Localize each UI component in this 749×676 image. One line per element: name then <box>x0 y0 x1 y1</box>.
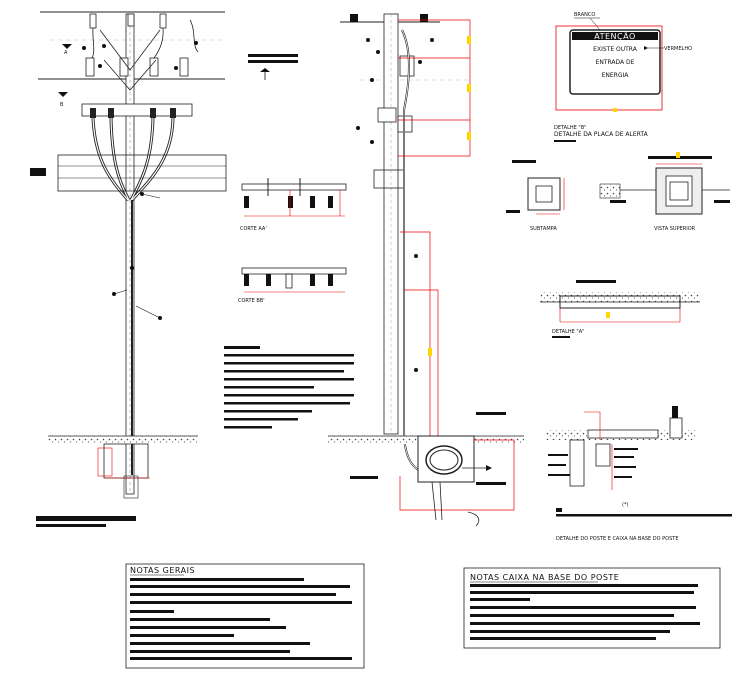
alert-sign-line1: EXISTE OUTRA <box>593 46 638 53</box>
corte-bb-detail: CORTE BB' <box>238 267 347 304</box>
corte-aa-detail: CORTE AA' <box>240 54 347 232</box>
corte-bb-label: CORTE BB' <box>238 298 265 304</box>
detalhe-a-detail: DETALHE "A" <box>540 280 700 338</box>
subtampa-label: SUBTAMPA <box>530 226 557 232</box>
section-b-label: B <box>60 102 64 108</box>
notes-box-base: NOTAS CAIXA NA BASE DO POSTE <box>463 567 721 649</box>
notes-general-box: NOTAS GERAIS <box>125 563 365 669</box>
legend-bars <box>224 346 354 429</box>
branco-label: BRANCO <box>574 12 595 18</box>
alert-sign-line2: ENTRADA DE <box>596 59 635 66</box>
alert-sign-title: ATENÇÃO <box>594 31 636 41</box>
vista-superior-label: VISTA SUPERIOR <box>654 226 696 232</box>
center-pole-elevation <box>328 13 524 527</box>
detalhe-poste-label: DETALHE DO POSTE E CAIXA NA BASE DO POST… <box>556 536 679 542</box>
detalhe-a-label: DETALHE "A" <box>552 329 584 335</box>
vista-superior-detail: VISTA SUPERIOR <box>599 152 730 232</box>
detalhe-b-label: DETALHE "B" <box>554 125 586 131</box>
notes-general-title: NOTAS GERAIS <box>130 566 195 575</box>
alert-sign-line3: ENERGIA <box>602 72 630 79</box>
subtampa-detail: SUBTAMPA <box>506 160 565 232</box>
alert-sign-detail: BRANCO ATENÇÃO EXISTE OUTRA ENTRADA DE E… <box>554 12 692 142</box>
alert-sign-plate <box>569 29 661 95</box>
corte-aa-label: CORTE AA' <box>240 226 267 232</box>
detail-no-label: (*) <box>622 502 628 508</box>
detalhe-placa-label: DETALHE DA PLACA DE ALERTA <box>554 131 649 138</box>
box-base-detail: (*) DETALHE DO POSTE E CAIXA NA BASE DO … <box>546 406 732 542</box>
cable-coil <box>425 445 463 475</box>
section-a-label: A <box>64 50 68 56</box>
notes-box-title: NOTAS CAIXA NA BASE DO POSTE <box>470 573 619 582</box>
left-pole-elevation: A B <box>30 11 227 527</box>
section-a-marker <box>62 44 72 49</box>
section-b-marker <box>58 92 68 97</box>
vermelho-label: VERMELHO <box>664 46 692 52</box>
